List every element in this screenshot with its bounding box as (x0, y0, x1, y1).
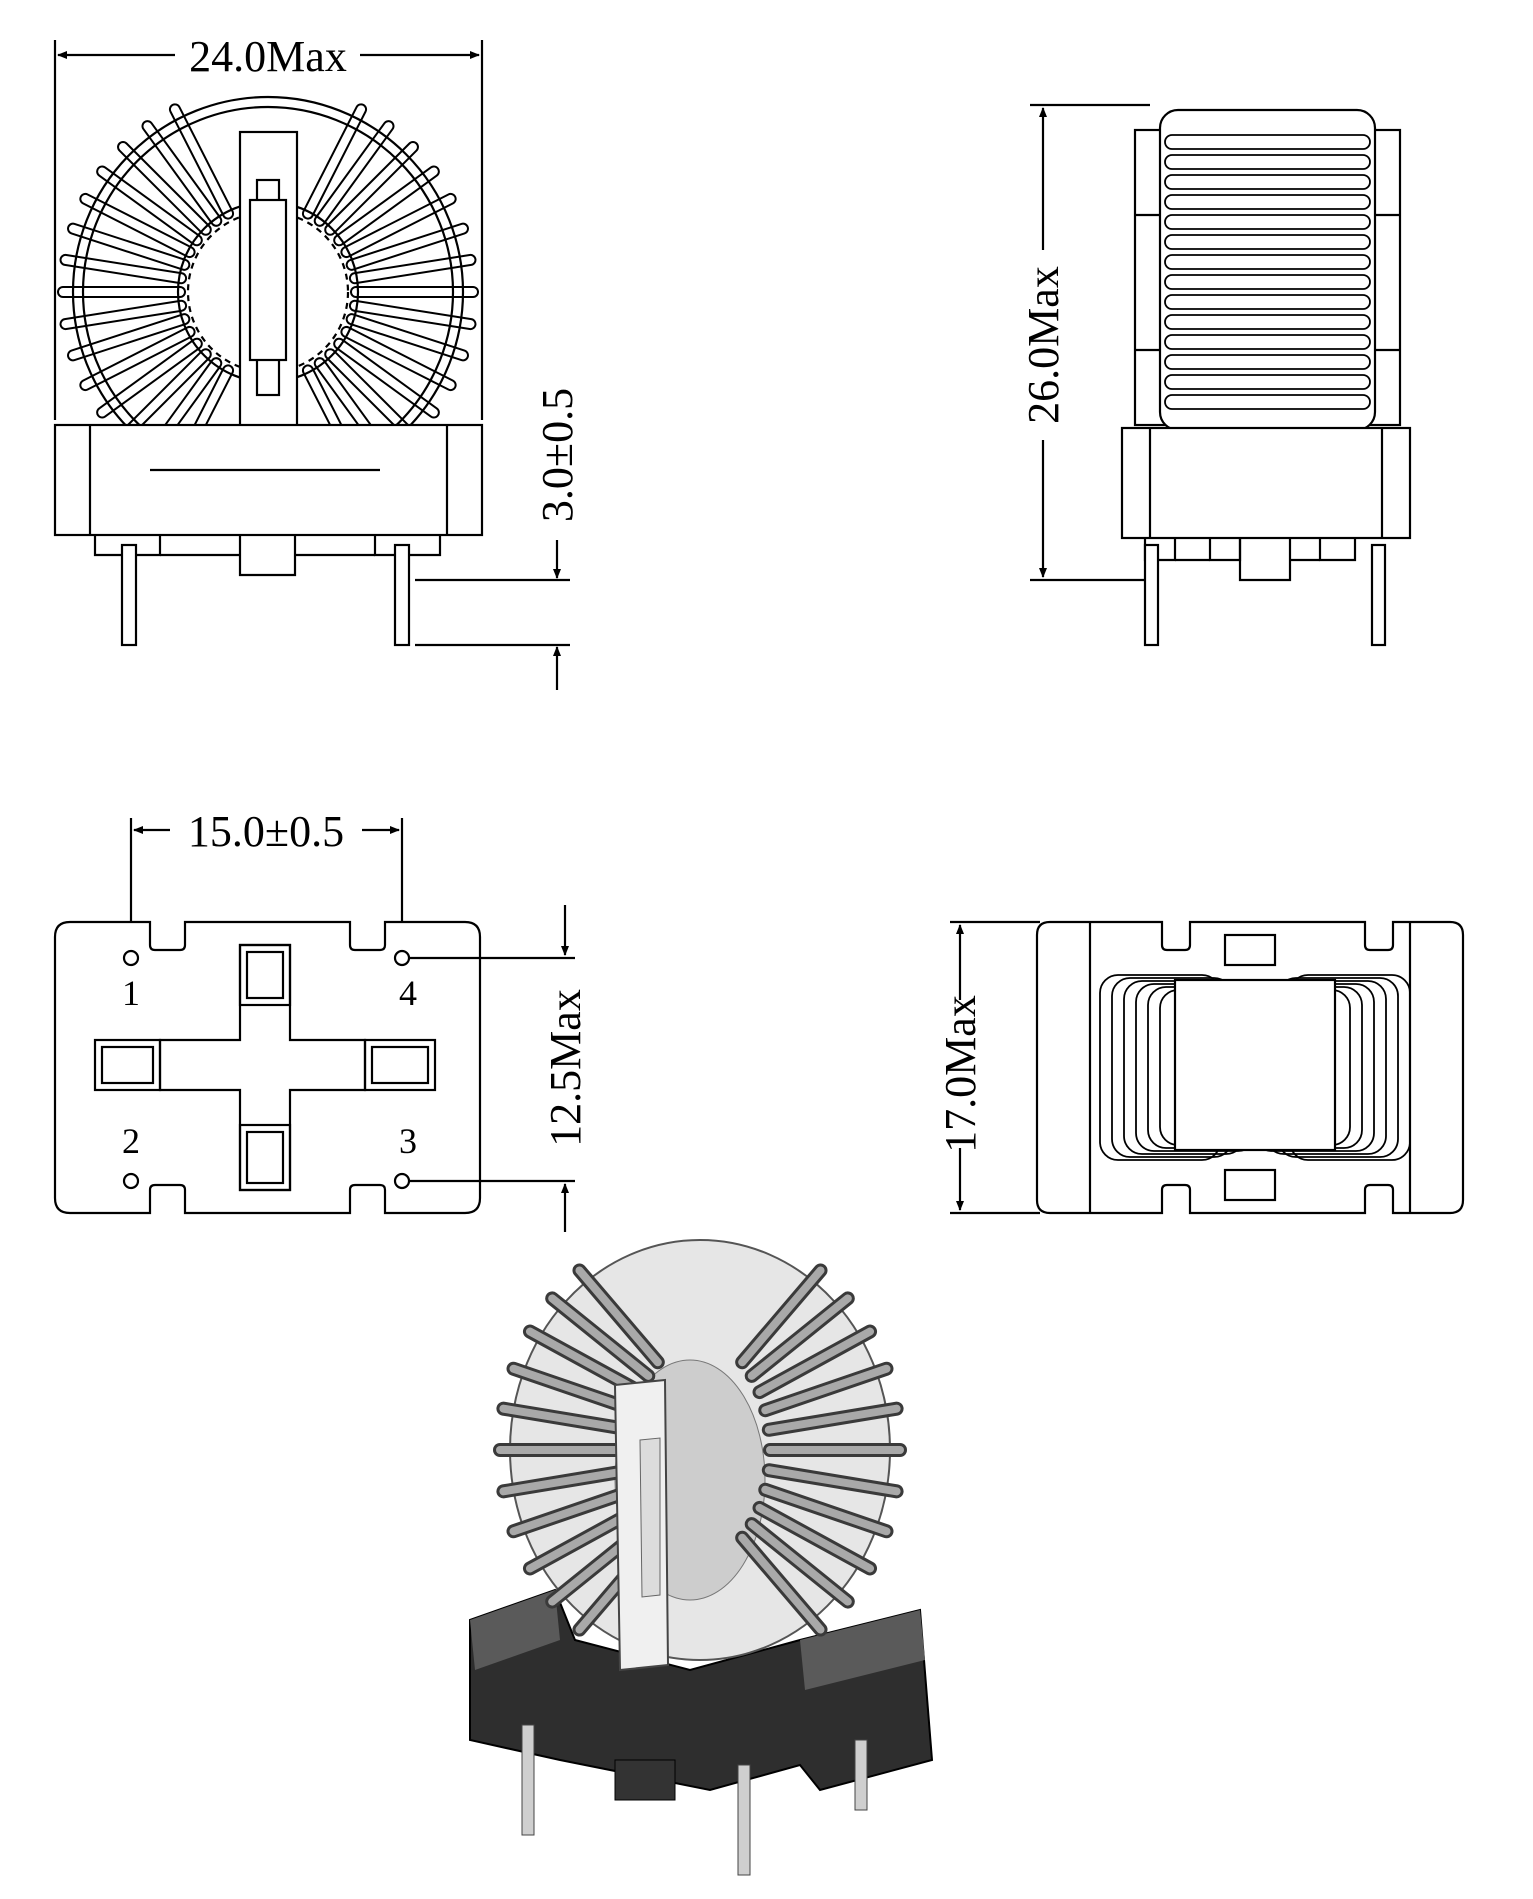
wire-turn-highlight (548, 1294, 653, 1380)
pin-label-1: 1 (122, 973, 140, 1013)
wire-turn-highlight (761, 1364, 891, 1415)
pin-label-4: 4 (399, 973, 417, 1013)
wire-turn (1164, 154, 1371, 170)
wire-turn-highlight (509, 1485, 639, 1536)
side-view (1030, 103, 1412, 647)
wire-turn (1164, 294, 1371, 310)
depth-dimension-label: 17.0Max (936, 995, 985, 1153)
pin-length-dimension-label: 3.0±0.5 (533, 388, 582, 522)
wire-turn-highlight (761, 1485, 891, 1536)
front-view (53, 40, 570, 690)
wire-turn (1164, 134, 1371, 150)
wire-turn-highlight (738, 1266, 825, 1367)
wire-turn-highlight (575, 1266, 662, 1367)
wire-turn-highlight (525, 1327, 645, 1397)
wire-turn (1164, 214, 1371, 230)
wire-turn-highlight (747, 1294, 852, 1380)
wire-turn-highlight (738, 1533, 825, 1634)
wire-turn-highlight (764, 1404, 901, 1434)
height-dimension-label: 26.0Max (1019, 266, 1068, 424)
wire-turn (1164, 234, 1371, 250)
bottom-view (53, 818, 575, 1232)
wire-turn (1164, 314, 1371, 330)
wire-turn (1164, 194, 1371, 210)
wire-turn-highlight (755, 1327, 875, 1397)
wire-turn (1164, 394, 1371, 410)
wire-turn (1164, 174, 1371, 190)
pin-spacing-dimension-label: 15.0±0.5 (188, 807, 344, 856)
pin-row-spacing-dimension-label: 12.5Max (541, 989, 590, 1147)
wire-turn-highlight (755, 1503, 875, 1573)
wire-turn-highlight (499, 1404, 636, 1434)
wire-turn (1164, 334, 1371, 350)
top-view (950, 920, 1465, 1215)
pin-label-2: 2 (122, 1121, 140, 1161)
width-dimension-label: 24.0Max (189, 32, 347, 81)
wire-turn (1164, 254, 1371, 270)
wire-turn (1164, 274, 1371, 290)
perspective-render (469, 1239, 934, 1876)
wire-turn (1164, 374, 1371, 390)
wire-turn-highlight (499, 1466, 636, 1496)
wire-turn-highlight (747, 1520, 852, 1606)
pin-label-3: 3 (399, 1121, 417, 1161)
wire-turn (1164, 354, 1371, 370)
wire-turn-highlight (764, 1466, 901, 1496)
